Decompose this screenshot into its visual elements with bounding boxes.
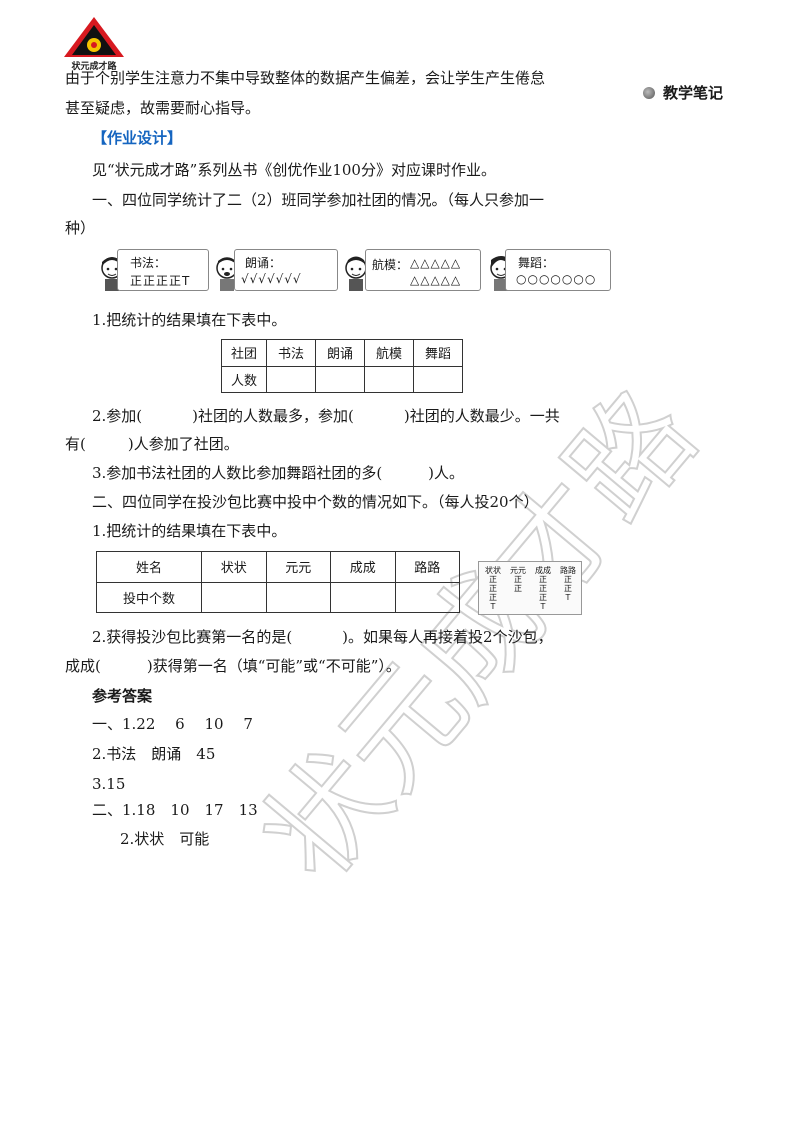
text: 成成( [65, 657, 101, 675]
answer-line: 一、1.22 6 10 7 [92, 715, 253, 733]
table-header-cell: 路路 [394, 551, 460, 583]
scoreboard-tally: 正 正 正 T [539, 575, 547, 611]
scoreboard-column: 元元 正 正 [506, 566, 530, 593]
text: )人参加了社团。 [127, 435, 239, 453]
q2-line-1: 二、四位同学在投沙包比赛中投中个数的情况如下。（每人投20个） [92, 493, 539, 511]
bullet-dot-icon [643, 86, 655, 99]
reference-line: 见“状元成才路”系列丛书《创优作业100分》对应课时作业。 [92, 161, 496, 179]
answer-cell[interactable] [315, 365, 365, 393]
scoreboard-column: 路路 正 正 T [556, 566, 580, 602]
answer-cell[interactable] [265, 581, 331, 613]
answer-cell[interactable] [201, 581, 267, 613]
text: )获得第一名（填“可能”或“不可能”）。 [146, 657, 401, 675]
answer-cell[interactable] [266, 365, 316, 393]
scoreboard: 状状 正 正 正 T 元元 正 正 成成 正 正 正 T 路路 正 正 T [478, 561, 582, 615]
scoreboard-column: 成成 正 正 正 T [531, 566, 555, 611]
tally-marks: ○○○○○○○ [516, 272, 597, 286]
table-header-cell: 状状 [201, 551, 267, 583]
scoreboard-tally: 正 正 正 T [489, 575, 497, 611]
scoreboard-name: 状状 [485, 566, 501, 575]
table-row: 投中个数 [96, 581, 460, 613]
table-header-cell: 成成 [330, 551, 396, 583]
text: )社团的人数最少。一共 [403, 407, 560, 425]
text: )社团的人数最多，参加( [192, 407, 354, 425]
q1-sub-2-line-2: 有( )人参加了社团。 [65, 434, 239, 454]
text: 有( [65, 435, 86, 453]
intro-line-1: 由于个别学生注意力不集中导致整体的数据产生偏差，会让学生产生倦怠 [65, 69, 546, 87]
table-row: 社团 书法 朗诵 航模 舞蹈 [221, 339, 463, 367]
table-header-cell: 书法 [266, 339, 316, 367]
table-row: 姓名 状状 元元 成成 路路 [96, 551, 460, 583]
tally-marks: √√√√√√√ [241, 272, 302, 286]
answer-cell[interactable] [364, 365, 414, 393]
table-header-cell: 社团 [221, 339, 267, 367]
tally-marks: △△△△△ [410, 256, 462, 270]
text: )。如果每人再接着投2个沙包， [342, 628, 553, 646]
teaching-notes-label: 教学笔记 [643, 82, 723, 103]
teaching-notes-text: 教学笔记 [663, 84, 724, 102]
answer-cell[interactable] [413, 365, 463, 393]
answer-cell[interactable] [330, 581, 396, 613]
q1-table: 社团 书法 朗诵 航模 舞蹈 人数 [221, 339, 463, 393]
table-header-cell: 元元 [265, 551, 331, 583]
tally-label: 朗诵： [245, 256, 282, 270]
table-row: 人数 [221, 365, 463, 393]
answers-title: 参考答案 [92, 687, 153, 705]
logo: 状元成才路 [60, 15, 128, 72]
tally-card-calligraphy: 书法： 正正正正T [117, 249, 209, 291]
logo-emblem-icon [64, 17, 124, 57]
scoreboard-name: 路路 [560, 566, 576, 575]
table-header-cell: 航模 [364, 339, 414, 367]
q1-line-1: 一、四位同学统计了二（2）班同学参加社团的情况。（每人只参加一 [92, 191, 545, 209]
answer-line: 2.书法 朗诵 45 [92, 745, 216, 763]
q1-sub-1: 1.把统计的结果填在下表中。 [92, 311, 287, 329]
answer-line: 3.15 [92, 775, 126, 793]
answer-line: 二、1.18 10 17 13 [92, 801, 258, 819]
text: 2.获得投沙包比赛第一名的是( [92, 628, 293, 646]
tally-label: 航模： [372, 258, 409, 272]
section-title: 【作业设计】 [92, 129, 183, 147]
text: )人。 [428, 464, 465, 482]
tally-card-model-aviation: 航模： △△△△△ △△△△△ [365, 249, 481, 291]
tally-label: 书法： [130, 256, 167, 270]
table-header-cell: 舞蹈 [413, 339, 463, 367]
q2-sub-1: 1.把统计的结果填在下表中。 [92, 522, 287, 540]
q2-sub-2-line-1: 2.获得投沙包比赛第一名的是( )。如果每人再接着投2个沙包， [92, 627, 553, 647]
tally-card-dance: 舞蹈： ○○○○○○○ [505, 249, 611, 291]
tally-marks-row-2: △△△△△ [410, 273, 462, 287]
q1-sub-2-line-1: 2.参加( )社团的人数最多，参加( )社团的人数最少。一共 [92, 406, 560, 426]
scoreboard-column: 状状 正 正 正 T [481, 566, 505, 611]
text: 2.参加( [92, 407, 143, 425]
intro-line-2: 甚至疑虑，故需要耐心指导。 [65, 99, 261, 117]
table-header-cell: 姓名 [96, 551, 202, 583]
text: 3.参加书法社团的人数比参加舞蹈社团的多( [92, 464, 383, 482]
q2-sub-2-line-2: 成成( )获得第一名（填“可能”或“不可能”）。 [65, 656, 401, 676]
tally-marks: 正正正正T [130, 274, 191, 288]
table-row-label: 人数 [221, 365, 267, 393]
tally-label: 舞蹈： [518, 256, 555, 270]
q1-line-2: 种） [65, 219, 96, 237]
scoreboard-name: 成成 [535, 566, 551, 575]
logo-text: 状元成才路 [71, 62, 117, 72]
boy-avatar-icon [345, 256, 367, 291]
q1-sub-3: 3.参加书法社团的人数比参加舞蹈社团的多( )人。 [92, 463, 464, 483]
q2-table: 姓名 状状 元元 成成 路路 投中个数 [96, 551, 460, 613]
table-row-label: 投中个数 [96, 581, 202, 613]
answer-line: 2.状状 可能 [120, 830, 210, 848]
tally-card-recitation: 朗诵： √√√√√√√ [234, 249, 338, 291]
table-header-cell: 朗诵 [315, 339, 365, 367]
scoreboard-tally: 正 正 [514, 575, 522, 593]
scoreboard-name: 元元 [510, 566, 526, 575]
scoreboard-tally: 正 正 T [564, 575, 572, 602]
answer-cell[interactable] [394, 581, 460, 613]
